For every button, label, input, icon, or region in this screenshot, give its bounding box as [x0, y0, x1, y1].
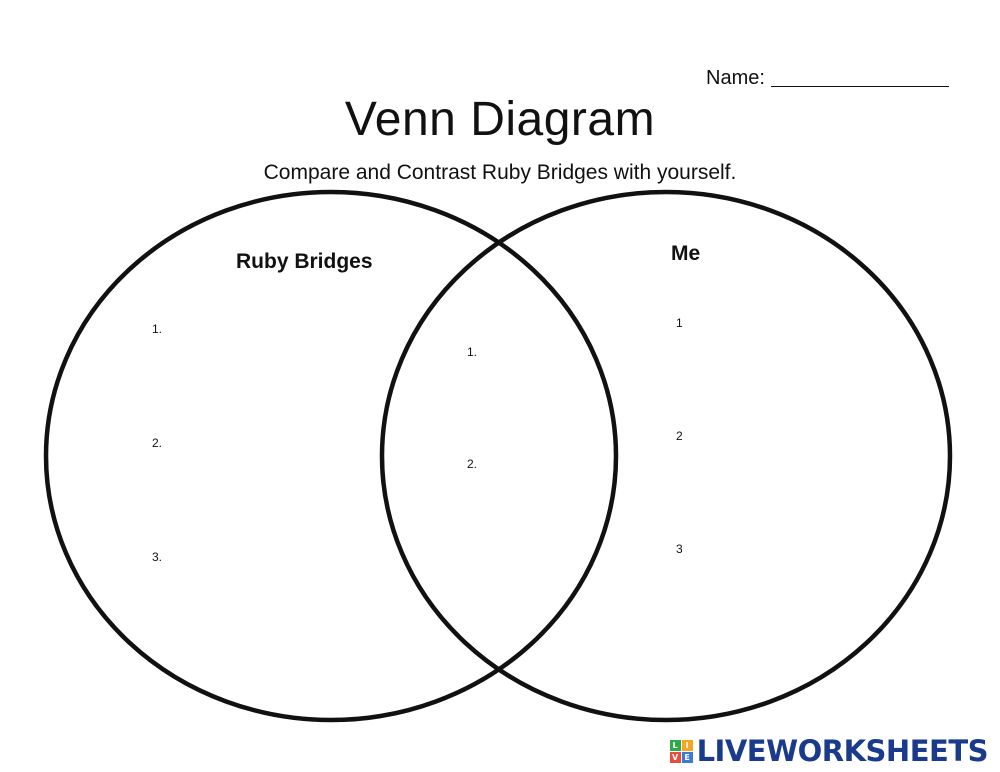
right-circle-label: Me	[671, 242, 701, 265]
liveworksheets-brand: L I V E LIVEWORKSHEETS	[669, 734, 989, 768]
logo-letter: V	[669, 751, 681, 763]
logo-letter: E	[681, 751, 693, 763]
right-item-3: 3	[676, 542, 683, 556]
middle-item-2: 2.	[467, 457, 478, 471]
right-item-1: 1	[676, 316, 683, 330]
middle-item-1: 1.	[467, 345, 478, 359]
left-item-2: 2.	[152, 436, 163, 450]
page-title: Venn Diagram	[344, 93, 656, 146]
brand-name: LIVEWORKSHEETS	[696, 734, 989, 768]
name-blank-line[interactable]	[770, 66, 949, 87]
right-circle	[379, 189, 953, 723]
left-circle	[43, 189, 619, 723]
left-item-1: 1.	[152, 322, 163, 336]
liveworksheets-logo-icon: L I V E	[669, 739, 693, 763]
page-subtitle: Compare and Contrast Ruby Bridges with y…	[263, 161, 737, 184]
left-item-3: 3.	[152, 550, 163, 564]
name-field: Name:	[706, 66, 949, 90]
logo-letter: L	[669, 739, 681, 751]
left-circle-label: Ruby Bridges	[236, 250, 373, 273]
name-label: Name:	[706, 67, 765, 89]
right-item-2: 2	[676, 429, 683, 443]
logo-letter: I	[681, 739, 693, 751]
